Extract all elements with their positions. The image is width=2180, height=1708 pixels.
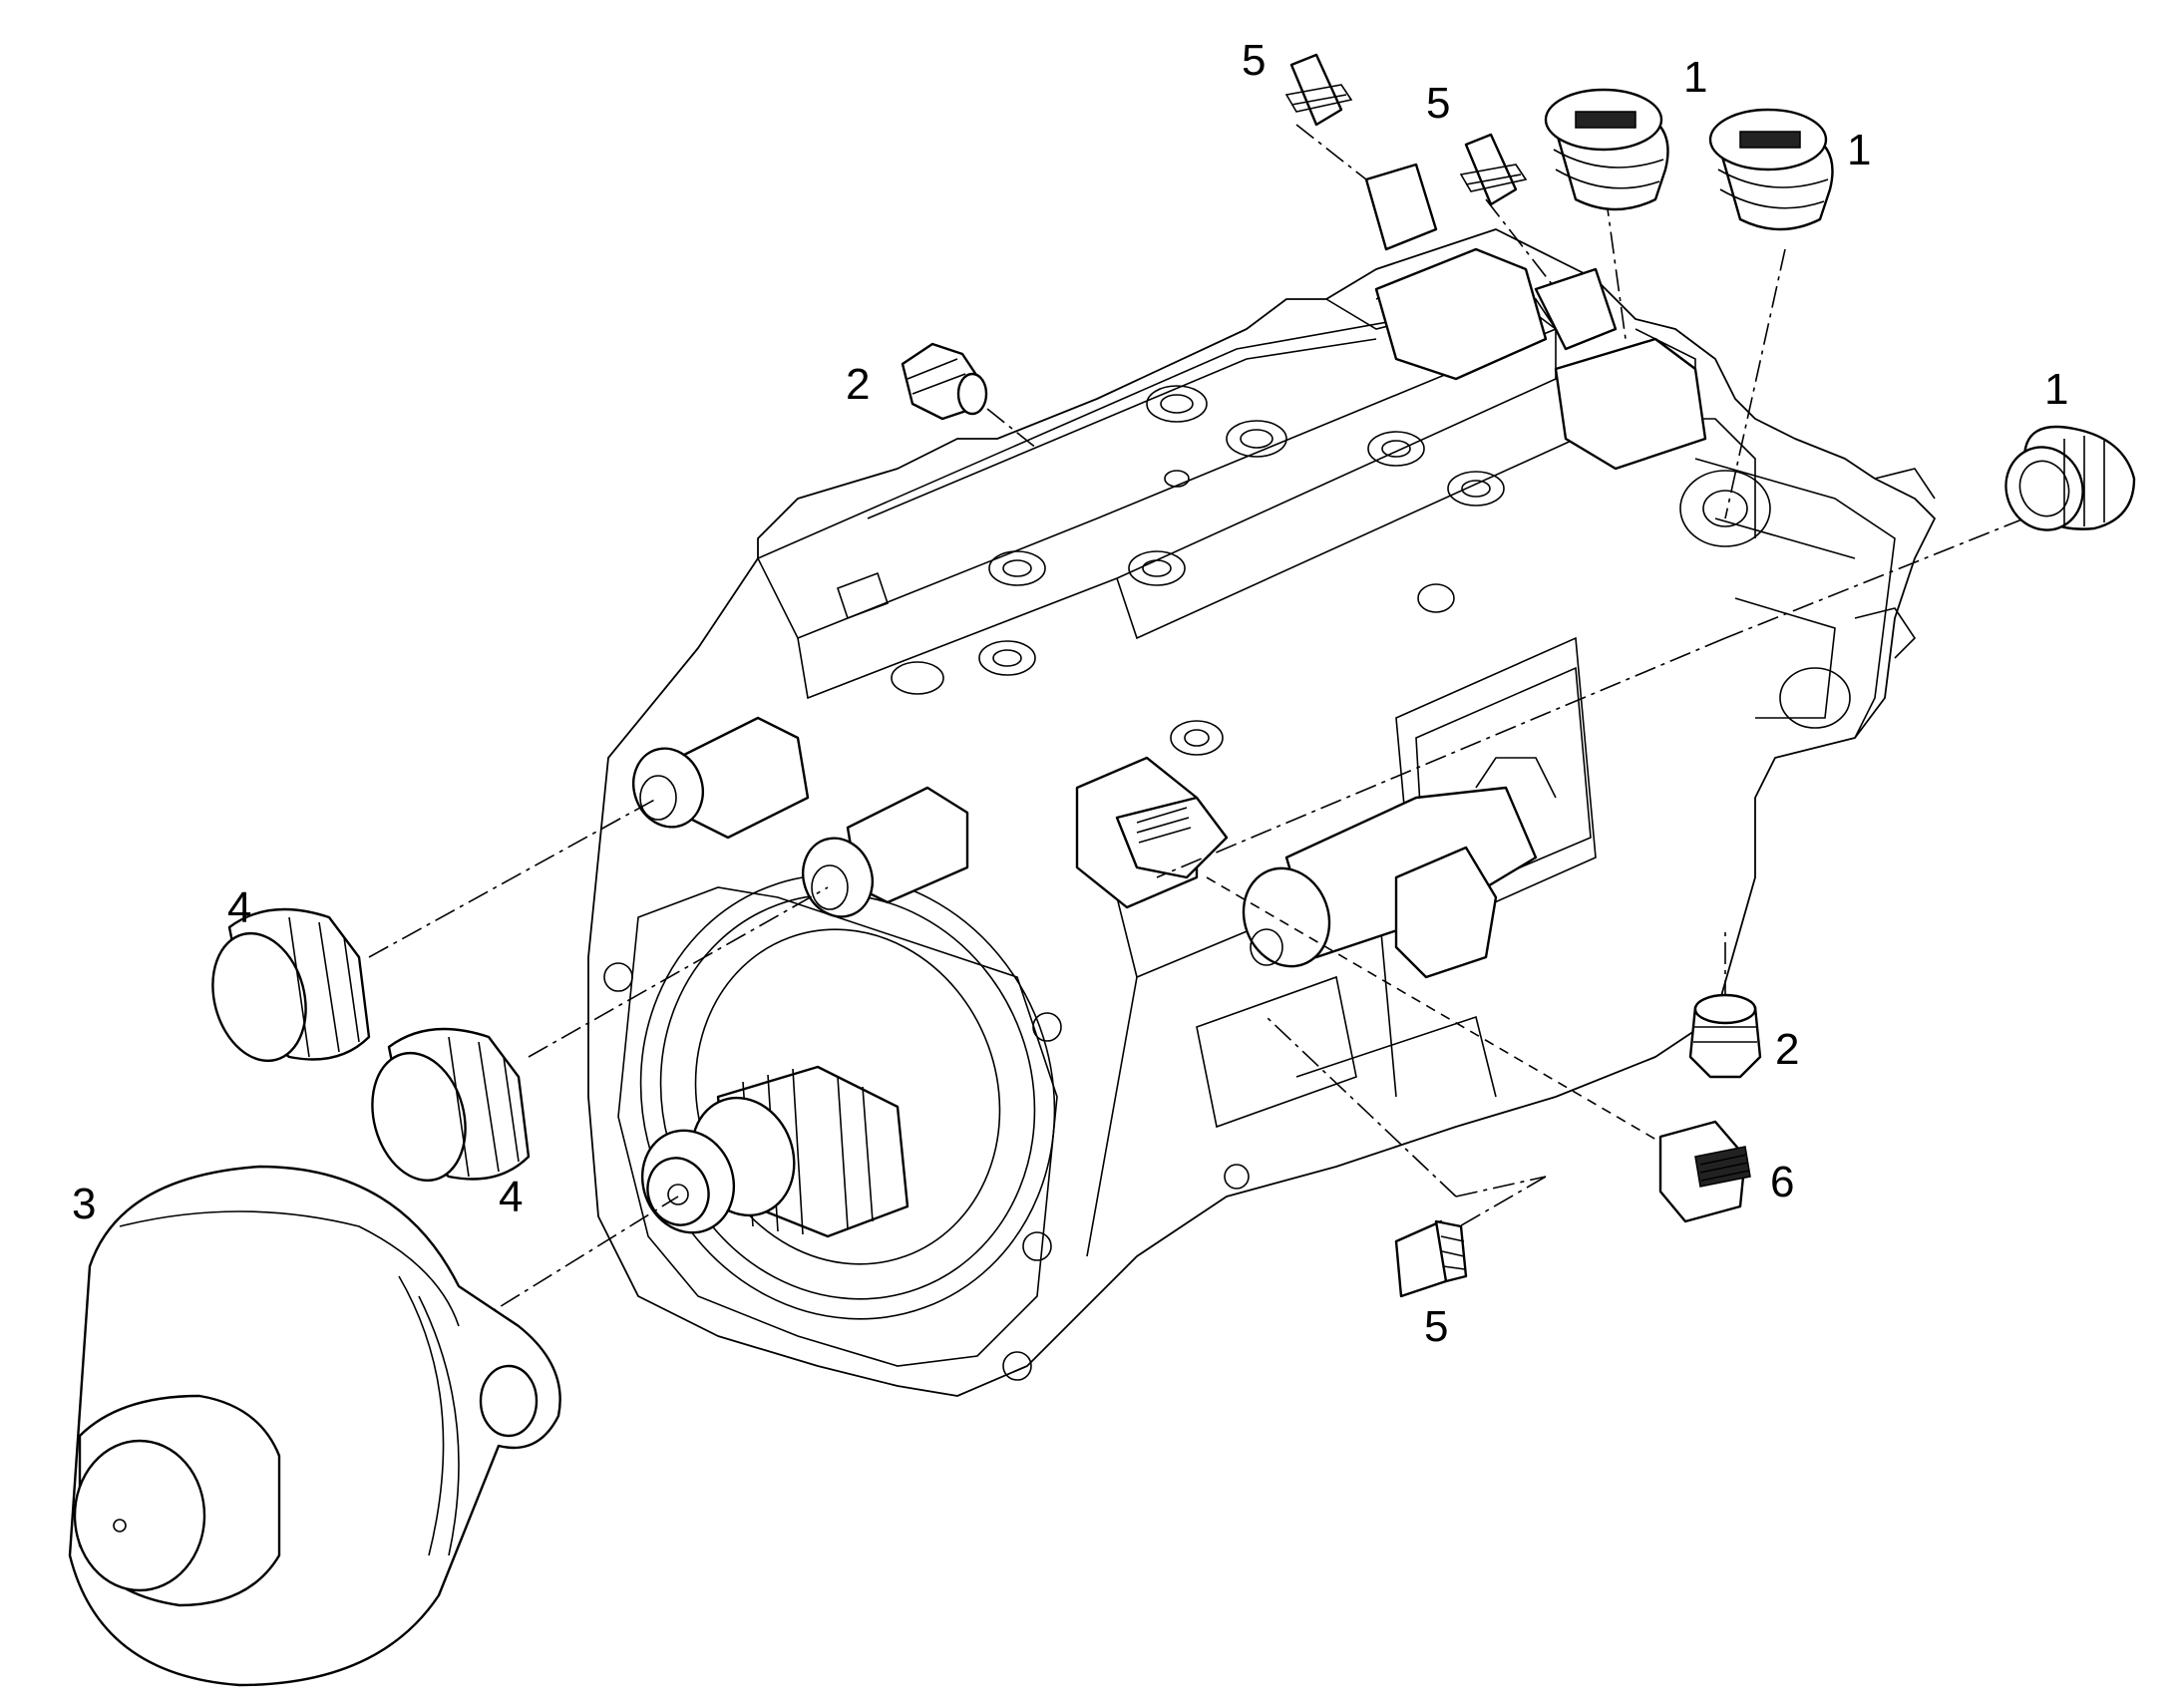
callout-5-c: 5 xyxy=(1424,1302,1448,1351)
port-fitting-upper xyxy=(632,716,810,840)
top-solenoids xyxy=(1364,163,1707,471)
splined-shaft xyxy=(640,1065,909,1238)
plug-part-1-b xyxy=(1708,108,1834,231)
port-fitting-lower xyxy=(802,786,969,918)
dust-cover-part-3 xyxy=(68,1165,561,1687)
callout-4-b: 4 xyxy=(499,1173,523,1221)
connector-cap-part-5-b xyxy=(1459,133,1528,206)
callout-3: 3 xyxy=(72,1180,96,1228)
callout-5-a: 5 xyxy=(1242,36,1266,85)
plug-part-2-b xyxy=(1688,993,1762,1079)
knurled-cap-part-4-a xyxy=(211,907,371,1063)
callout-4-a: 4 xyxy=(227,883,251,932)
plug-part-1-a xyxy=(1544,88,1669,211)
callout-1-c: 1 xyxy=(2044,365,2068,414)
center-sensor xyxy=(1075,756,1229,909)
leader-lines xyxy=(368,124,2025,1327)
connector-cap-part-5-c xyxy=(1394,1219,1468,1298)
connector-cap-part-5-a xyxy=(1284,53,1353,127)
callout-labels: 1 1 1 2 2 3 4 4 5 5 5 6 xyxy=(72,36,2068,1351)
callout-6: 6 xyxy=(1770,1158,1794,1206)
callout-2-a: 2 xyxy=(846,360,870,409)
plug-part-2-a xyxy=(901,342,988,421)
callout-2-b: 2 xyxy=(1775,1025,1799,1074)
connector-cover-part-6 xyxy=(1658,1120,1751,1223)
callout-1-b: 1 xyxy=(1847,126,1871,174)
pump-body xyxy=(587,163,1936,1397)
knurled-cap-part-4-b xyxy=(371,1027,531,1183)
callout-1-a: 1 xyxy=(1683,53,1707,102)
right-solenoid xyxy=(1242,757,1557,979)
callout-5-b: 5 xyxy=(1426,79,1450,128)
plug-part-1-c xyxy=(2004,425,2136,531)
